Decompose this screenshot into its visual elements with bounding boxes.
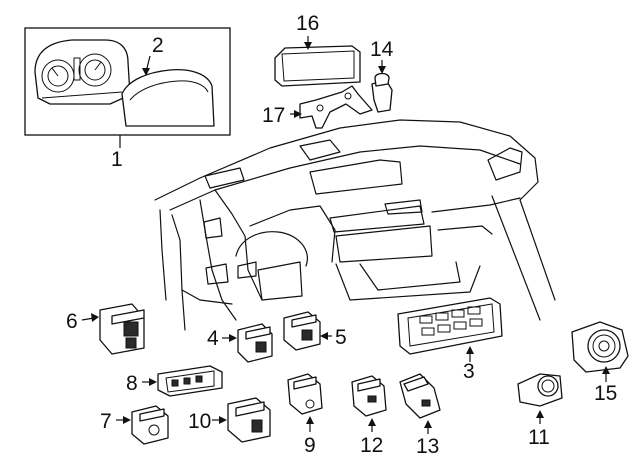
switch-bank-8: [157, 365, 223, 397]
callout-15: 15: [594, 382, 617, 405]
cluster-inset: [24, 27, 231, 136]
cluster-lens: [121, 68, 215, 127]
callout-4: 4: [207, 327, 219, 350]
callout-13: 13: [416, 435, 439, 458]
instrument-cluster: [34, 39, 131, 105]
callout-8: 8: [126, 372, 138, 395]
switch-10: [227, 397, 271, 443]
switch-9: [287, 373, 323, 415]
callout-3: 3: [463, 360, 475, 383]
switch-4: [237, 323, 273, 363]
bulb-socket: [371, 72, 393, 113]
callout-16: 16: [296, 12, 319, 35]
callout-5: 5: [335, 326, 347, 349]
callout-7: 7: [100, 410, 112, 433]
climate-panel: [397, 297, 503, 355]
callout-9: 9: [304, 434, 316, 457]
display-unit: [274, 45, 361, 87]
callout-12: 12: [360, 434, 383, 457]
display-bracket: [299, 85, 373, 129]
switch-7: [131, 405, 169, 445]
switch-13: [399, 373, 441, 419]
callout-14: 14: [370, 38, 394, 61]
knob-assembly: [571, 321, 629, 373]
callout-1: 1: [111, 148, 123, 171]
callout-17: 17: [262, 104, 285, 127]
switch-6: [99, 303, 145, 355]
switch-12: [351, 375, 387, 417]
callout-6: 6: [66, 310, 78, 333]
callout-11: 11: [528, 426, 550, 449]
button-11: [517, 373, 563, 407]
switch-5: [283, 311, 321, 351]
callout-10: 10: [188, 410, 211, 433]
callout-2: 2: [152, 34, 164, 57]
dashboard: [154, 119, 556, 331]
